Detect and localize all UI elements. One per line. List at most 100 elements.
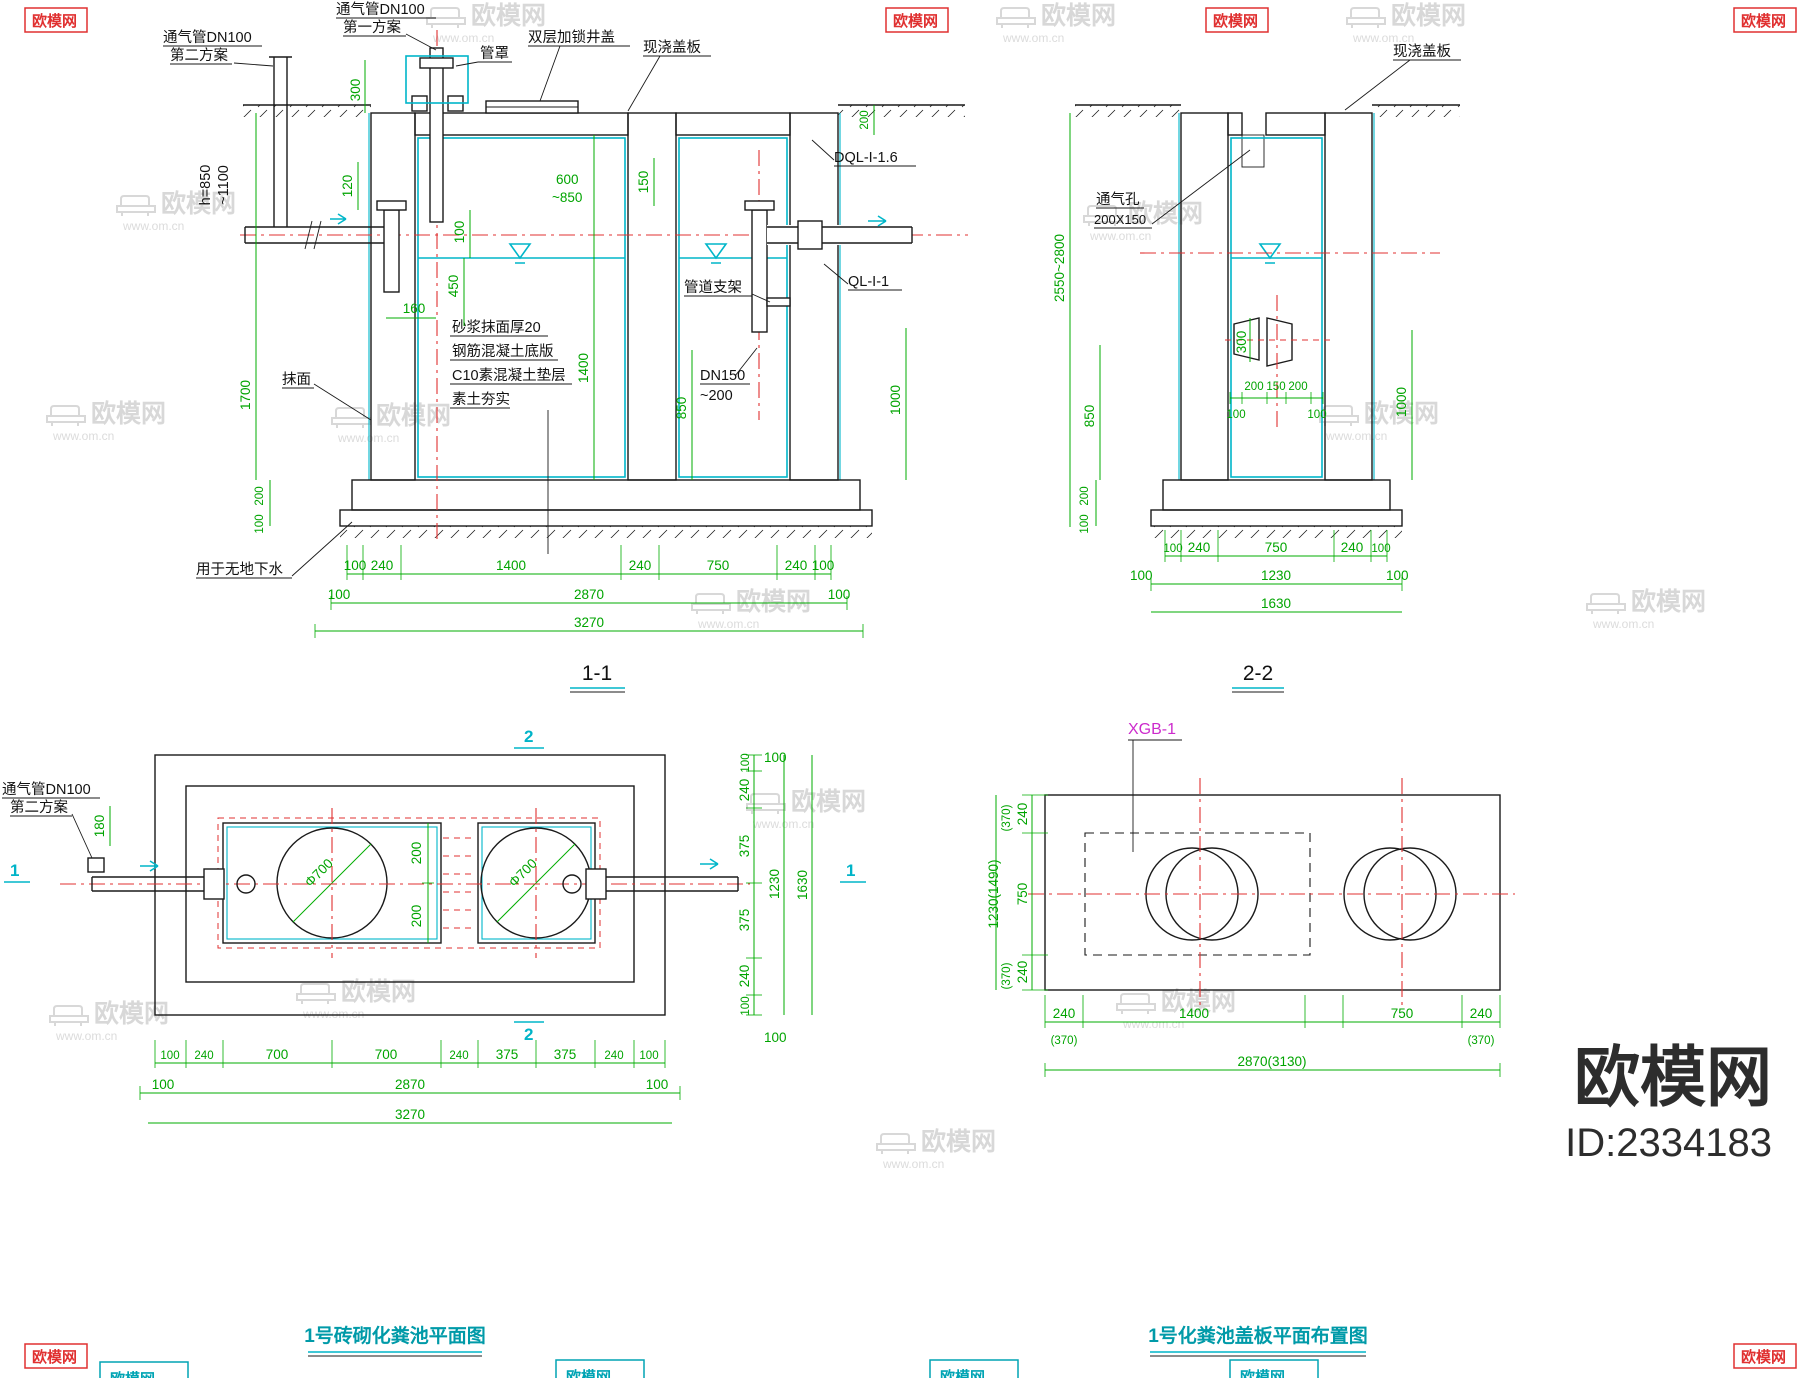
tank-walls — [368, 100, 841, 481]
inlet-pipe — [244, 200, 407, 293]
dim-label: 150 — [1266, 381, 1285, 393]
dimensions: 300 120 100 450 160 1700 200 100 600 ~85… — [238, 60, 907, 534]
watermark-url: www.om.cn — [302, 1007, 364, 1021]
view-title: 1号化粪池盖板平面布置图 — [1148, 1324, 1368, 1347]
label-vent1-line1: 通气管DN100 — [336, 1, 425, 18]
watermark: 欧模网 www.om.cn — [49, 999, 169, 1043]
pipe-fitting — [585, 868, 607, 900]
dim-370-top: (370) — [1001, 804, 1013, 831]
dim-200: 200 — [1079, 486, 1091, 505]
tank-walls — [1178, 112, 1375, 481]
watermark-url: www.om.cn — [1325, 429, 1387, 443]
section-marker-2-bottom: 2 — [524, 1025, 533, 1044]
dim-label: 100 — [152, 1077, 175, 1092]
dim-200: 200 — [859, 110, 871, 129]
watermark-url: www.om.cn — [122, 219, 184, 233]
watermark: 欧模网 www.om.cn — [1586, 587, 1706, 631]
cover-plan: XGB-1 240 (370) 750 1230(1490) 240 (370)… — [986, 721, 1515, 1357]
label-outlet-dn2: ~200 — [700, 388, 733, 404]
ground-line — [1075, 104, 1460, 117]
annotations: 通气管DN100 第二方案 通气管DN100 第一方案 管罩 双层加锁井盖 现浇… — [163, 1, 916, 579]
pipe-fitting — [203, 868, 225, 900]
centerlines — [1140, 252, 1440, 430]
dim-370-left: (370) — [1051, 1035, 1078, 1047]
section-1-1: 通气管DN100 第二方案 通气管DN100 第一方案 管罩 双层加锁井盖 现浇… — [163, 1, 968, 693]
dim-1630: 1630 — [795, 870, 810, 900]
water-level-symbol — [1258, 243, 1282, 264]
dim-label: 100 — [1130, 568, 1153, 583]
dim-850: 850 — [674, 397, 689, 420]
label-vent2-line2: 第二方案 — [170, 46, 228, 64]
dim-label: 2870 — [395, 1077, 425, 1092]
dim-450: 450 — [446, 275, 461, 298]
watermark-site: 欧模网 — [376, 401, 451, 430]
dim-label: 100 — [1371, 543, 1390, 555]
dim-chain-right: 100 240 375 375 240 100 100 1230 100 163… — [737, 750, 813, 1045]
label-pipe-support: 管道支架 — [684, 279, 742, 296]
label-cast-slab: 现浇盖板 — [1393, 42, 1451, 60]
brand-id: ID:2334183 — [1565, 1121, 1772, 1165]
dim-100: 100 — [254, 514, 266, 533]
brand-site: 欧模网 — [1574, 1040, 1772, 1114]
label-h-note2: ~1100 — [216, 165, 232, 205]
dim-label: 375 — [737, 835, 752, 858]
dim-label: 100 — [639, 1050, 658, 1062]
label-cast-slab: 现浇盖板 — [643, 38, 701, 56]
dimensions: 2550~2800 850 200 100 300 200 150 200 10… — [1052, 113, 1413, 534]
dim-label: 375 — [554, 1047, 577, 1062]
red-stamp: 欧模网 — [24, 7, 88, 33]
top-slab — [414, 112, 629, 136]
dim-chain-left: 240 (370) 750 1230(1490) 240 (370) — [986, 794, 1048, 991]
label-vent-line1: 通气管DN100 — [2, 781, 91, 798]
dim-label: 100 — [328, 587, 351, 602]
watermark: 欧模网 www.om.cn — [691, 587, 811, 631]
watermark: 欧模网 www.om.cn — [1319, 399, 1439, 443]
dim-label: 700 — [375, 1047, 398, 1062]
dim-label: 240 — [449, 1050, 468, 1062]
label-vent1-line2: 第一方案 — [343, 18, 401, 36]
label-manhole-cover: 双层加锁井盖 — [528, 29, 615, 46]
section-2-2: 现浇盖板 通气孔 200X150 2550~2800 850 200 100 3… — [1052, 42, 1461, 693]
watermark: 欧模网 www.om.cn — [876, 1127, 996, 1171]
dim-100-top: 100 — [764, 750, 787, 765]
dim-label: 750 — [707, 558, 730, 573]
watermark-site: 欧模网 — [91, 399, 166, 428]
dim-200: 200 — [254, 486, 266, 505]
brand-stamp: 欧模网 ID:2334183 — [1565, 1040, 1772, 1165]
dim-total: 2870(3130) — [1237, 1054, 1306, 1069]
dim-100a: 100 — [1226, 409, 1245, 421]
dim-label: 750 — [1265, 540, 1288, 555]
dim-100-bottom: 100 — [764, 1030, 787, 1045]
stamp-text: 欧模网 — [1240, 1368, 1285, 1378]
dim-chain-bottom: 100 240 750 240 100 100 1230 100 1630 — [1130, 530, 1409, 613]
cover-outline — [1044, 794, 1501, 991]
dim-240-left: 240 — [1053, 1006, 1076, 1021]
label-spec3: C10素混凝土垫层 — [452, 367, 566, 384]
flow-arrow — [330, 213, 347, 225]
plan-title: 1号砖砌化粪池平面图 — [304, 1324, 486, 1357]
flow-arrow — [868, 215, 887, 227]
dim-1230: 1230 — [767, 869, 782, 899]
dim-label: 240 — [194, 1050, 213, 1062]
dim-370-right: (370) — [1468, 1035, 1495, 1047]
label-plaster: 抹面 — [282, 371, 311, 388]
section-markers: 2 2 1 1 — [4, 727, 866, 1044]
dim-label: 100 — [344, 558, 367, 573]
watermark-site: 欧模网 — [1631, 587, 1706, 616]
water-level-symbol — [508, 243, 532, 264]
label-spec4: 素土夯实 — [452, 391, 510, 408]
dim-600: 600 — [556, 172, 579, 187]
dim-label: 700 — [266, 1047, 289, 1062]
baffle-openings — [1233, 317, 1293, 367]
watermark: 欧模网 www.om.cn — [746, 787, 866, 831]
watermark: 欧模网 www.om.cn — [331, 401, 451, 445]
dim-1000: 1000 — [888, 385, 903, 415]
bottom-slab — [339, 479, 873, 538]
drop-pipe-top — [562, 874, 582, 894]
dim-label: 375 — [737, 909, 752, 932]
section-marker-1-left: 1 — [10, 861, 19, 880]
stamp-text: 欧模网 — [1741, 1348, 1786, 1366]
teal-stamp: 欧模网 — [555, 1359, 645, 1378]
dim-1230-1490: 1230(1490) — [986, 859, 1001, 928]
